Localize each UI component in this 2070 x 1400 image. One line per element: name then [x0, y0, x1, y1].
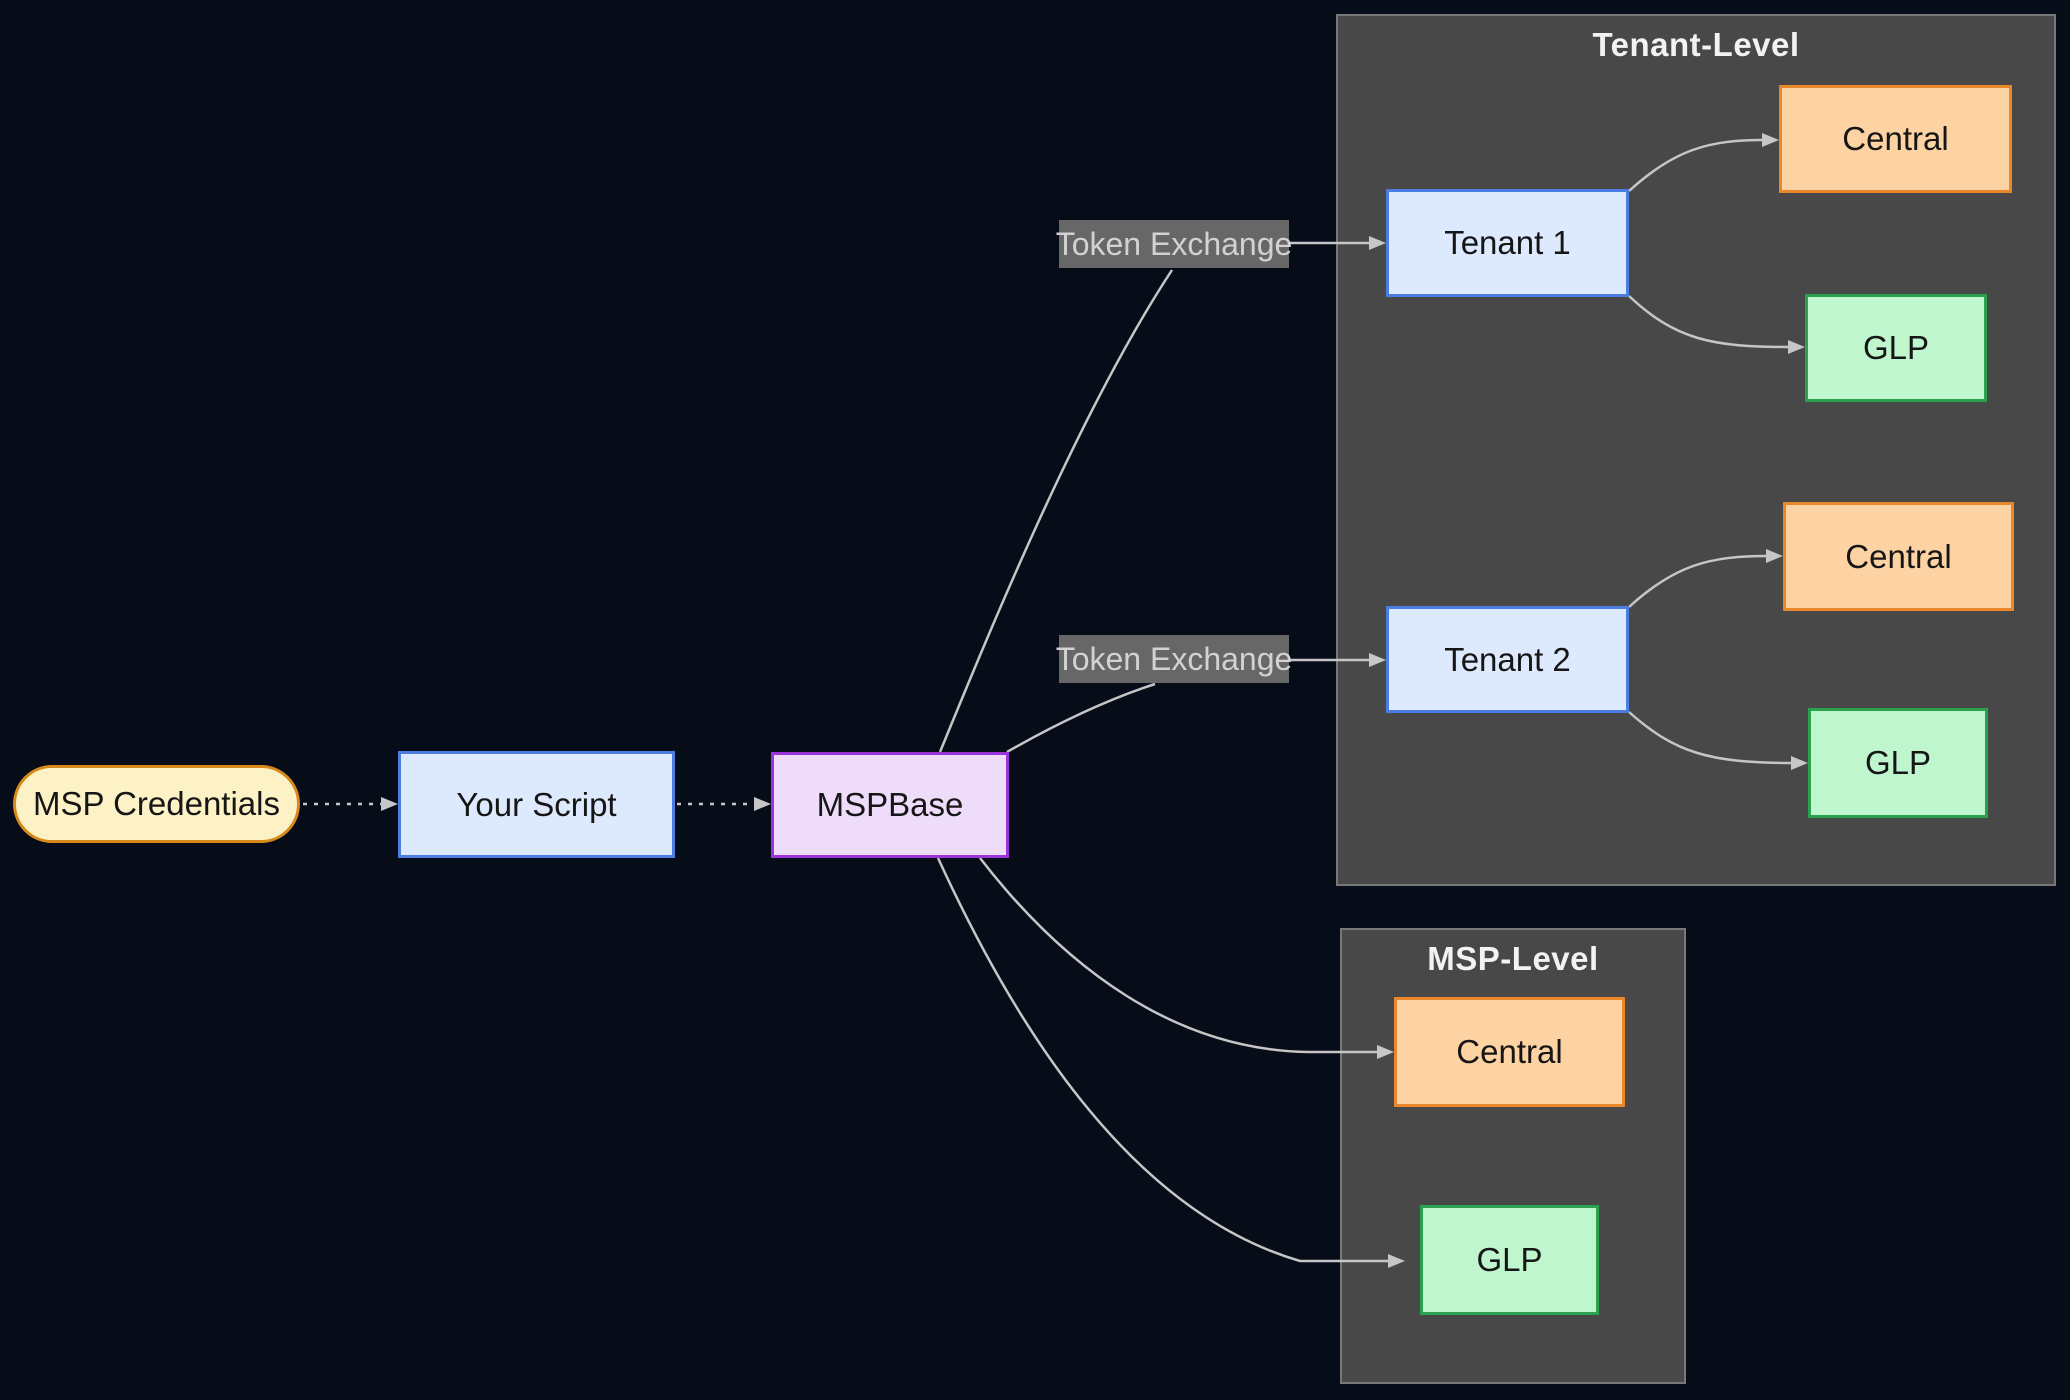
node-tenant-2: Tenant 2 [1386, 606, 1629, 713]
node-central-msp-label: Central [1456, 1033, 1563, 1070]
node-mspbase: MSPBase [771, 752, 1009, 858]
node-glp-tenant-1: GLP [1805, 294, 1987, 402]
node-central-tenant-1: Central [1779, 85, 2012, 193]
edge-mspbase-to-tokenexchange2 [1006, 682, 1156, 754]
node-glp-tenant-2-label: GLP [1864, 744, 1932, 781]
node-central-tenant-2: Central [1783, 502, 2014, 611]
edge-tenant2-to-glp [1628, 711, 1808, 770]
edge-tenant1-to-glp [1628, 295, 1805, 354]
node-central-tenant-2-label: Central [1845, 537, 1952, 575]
edge-mspbase-to-glp-msp [936, 857, 1405, 1268]
node-glp-tenant-2: GLP [1808, 708, 1988, 818]
cluster-tenant-level-title: Tenant-Level [1592, 26, 1800, 63]
edge-mspbase-to-central-msp [979, 857, 1394, 1059]
node-glp-msp: GLP [1420, 1205, 1599, 1315]
node-glp-tenant-1-label: GLP [1862, 329, 1930, 366]
edge-tenant2-to-central [1628, 549, 1783, 608]
node-msp-credentials-label: MSP Credentials [32, 785, 280, 822]
node-central-msp: Central [1394, 997, 1625, 1107]
cluster-msp-level-title: MSP-Level [1427, 940, 1599, 977]
edge-label-token-exchange-2: Token Exchange [1056, 635, 1292, 683]
node-msp-credentials: MSP Credentials [13, 765, 300, 843]
edge-tenant1-to-central [1628, 133, 1779, 192]
node-glp-msp-label: GLP [1476, 1241, 1543, 1278]
edge-mspbase-to-tokenexchange1 [938, 269, 1174, 753]
edge-label-token-exchange-1: Token Exchange [1056, 220, 1292, 268]
node-your-script-label: Your Script [456, 785, 617, 823]
node-tenant-1-label: Tenant 1 [1444, 224, 1571, 261]
node-mspbase-label: MSPBase [816, 786, 964, 823]
node-your-script: Your Script [398, 751, 675, 858]
node-tenant-1: Tenant 1 [1386, 189, 1629, 297]
node-tenant-2-label: Tenant 2 [1444, 640, 1571, 678]
node-central-tenant-1-label: Central [1842, 120, 1949, 157]
